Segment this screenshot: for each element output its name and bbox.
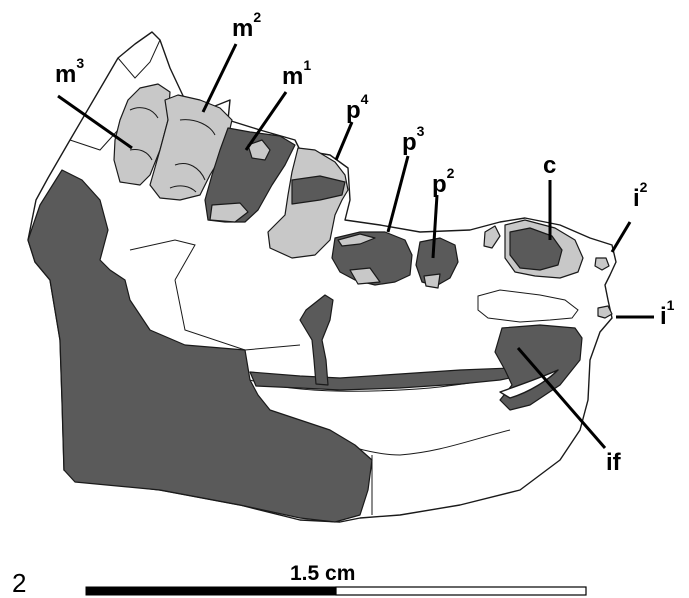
label-i1: i1: [660, 297, 675, 330]
label-p2: p2: [432, 165, 455, 198]
panel-number: 2: [12, 568, 26, 598]
label-if: if: [606, 449, 622, 476]
scale-bar-filled: [86, 587, 336, 595]
p2-facet: [424, 274, 440, 288]
leader-p4: [336, 122, 352, 160]
scale-bar-empty: [336, 587, 586, 595]
label-c: c: [543, 152, 556, 179]
label-m1: m1: [282, 57, 311, 90]
label-p3: p3: [402, 123, 425, 156]
label-m2: m2: [232, 9, 261, 42]
label-m3: m3: [55, 55, 84, 88]
leader-i2: [612, 222, 630, 252]
leader-p3: [388, 156, 408, 232]
scale-bar-label: 1.5 cm: [290, 562, 355, 585]
label-p4: p4: [346, 91, 369, 124]
label-i2: i2: [633, 179, 648, 212]
leader-m2: [203, 44, 236, 112]
